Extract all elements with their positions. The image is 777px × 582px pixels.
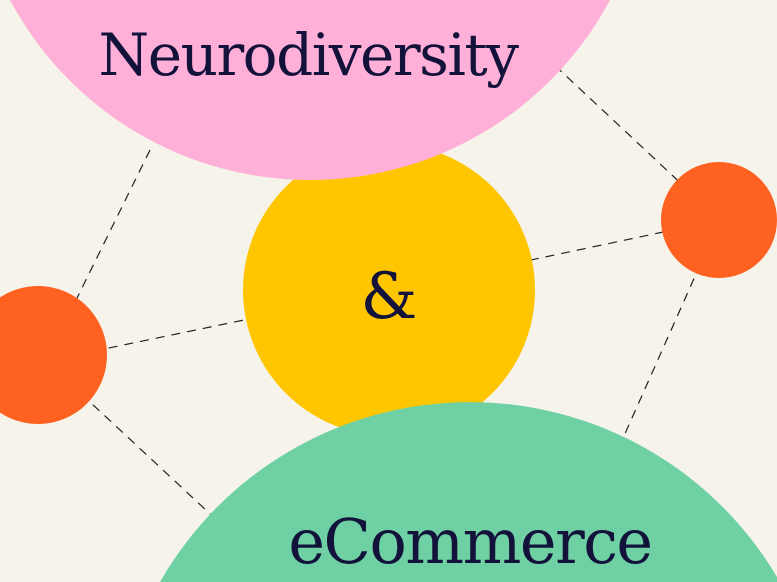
bottom-label: eCommerce <box>288 505 651 578</box>
middle-label: & <box>361 260 418 334</box>
right-orange-circle <box>661 162 777 278</box>
green-circle <box>160 402 777 582</box>
top-label: Neurodiversity <box>99 21 520 89</box>
yellow-circle <box>243 144 535 436</box>
left-orange-circle <box>0 286 107 424</box>
pink-circle <box>10 0 610 181</box>
